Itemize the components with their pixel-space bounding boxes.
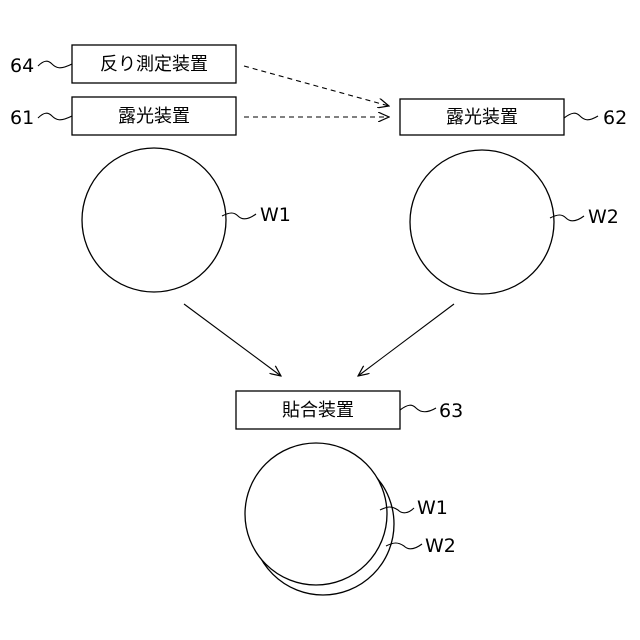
leader-62 (564, 113, 598, 120)
ref-62: 62 (603, 107, 627, 129)
wafer-w1-bottom-circle (245, 443, 387, 585)
wafer-w1-circle (82, 148, 226, 292)
arrow-w1-to-bonding (184, 304, 281, 376)
exposure-device-1: 露光装置 61 (10, 97, 236, 135)
warp-measure-label: 反り測定装置 (100, 54, 208, 75)
leader-w2-bottom (386, 543, 422, 549)
wafer-w1-label: W1 (260, 204, 291, 226)
leader-61 (38, 113, 72, 120)
bonding-label: 貼合装置 (282, 400, 354, 421)
exposure-2-label: 露光装置 (446, 107, 518, 128)
leader-w2-top (550, 215, 584, 221)
exposure-1-label: 露光装置 (118, 106, 190, 127)
exposure-device-2: 露光装置 62 (400, 99, 627, 135)
wafer-w2-circle (410, 150, 554, 294)
warp-measure-device: 反り測定装置 64 (10, 45, 236, 83)
wafer-w2-label: W2 (588, 206, 619, 228)
wafer-w1-top: W1 (82, 148, 291, 292)
ref-61: 61 (10, 107, 34, 129)
bonded-wafer-stack: W1 W2 (245, 443, 456, 595)
ref-64: 64 (10, 55, 34, 77)
leader-w1-top (222, 213, 256, 219)
wafer-w2-bottom-label: W2 (425, 535, 456, 557)
dashed-arrow-measure-to-exposure (244, 66, 389, 106)
wafer-w2-top: W2 (410, 150, 619, 294)
leader-64 (38, 61, 72, 68)
wafer-w1-bottom-label: W1 (417, 497, 448, 519)
ref-63: 63 (439, 400, 463, 422)
arrow-w2-to-bonding (358, 304, 454, 376)
bonding-device: 貼合装置 63 (236, 391, 463, 429)
leader-63 (400, 405, 436, 412)
